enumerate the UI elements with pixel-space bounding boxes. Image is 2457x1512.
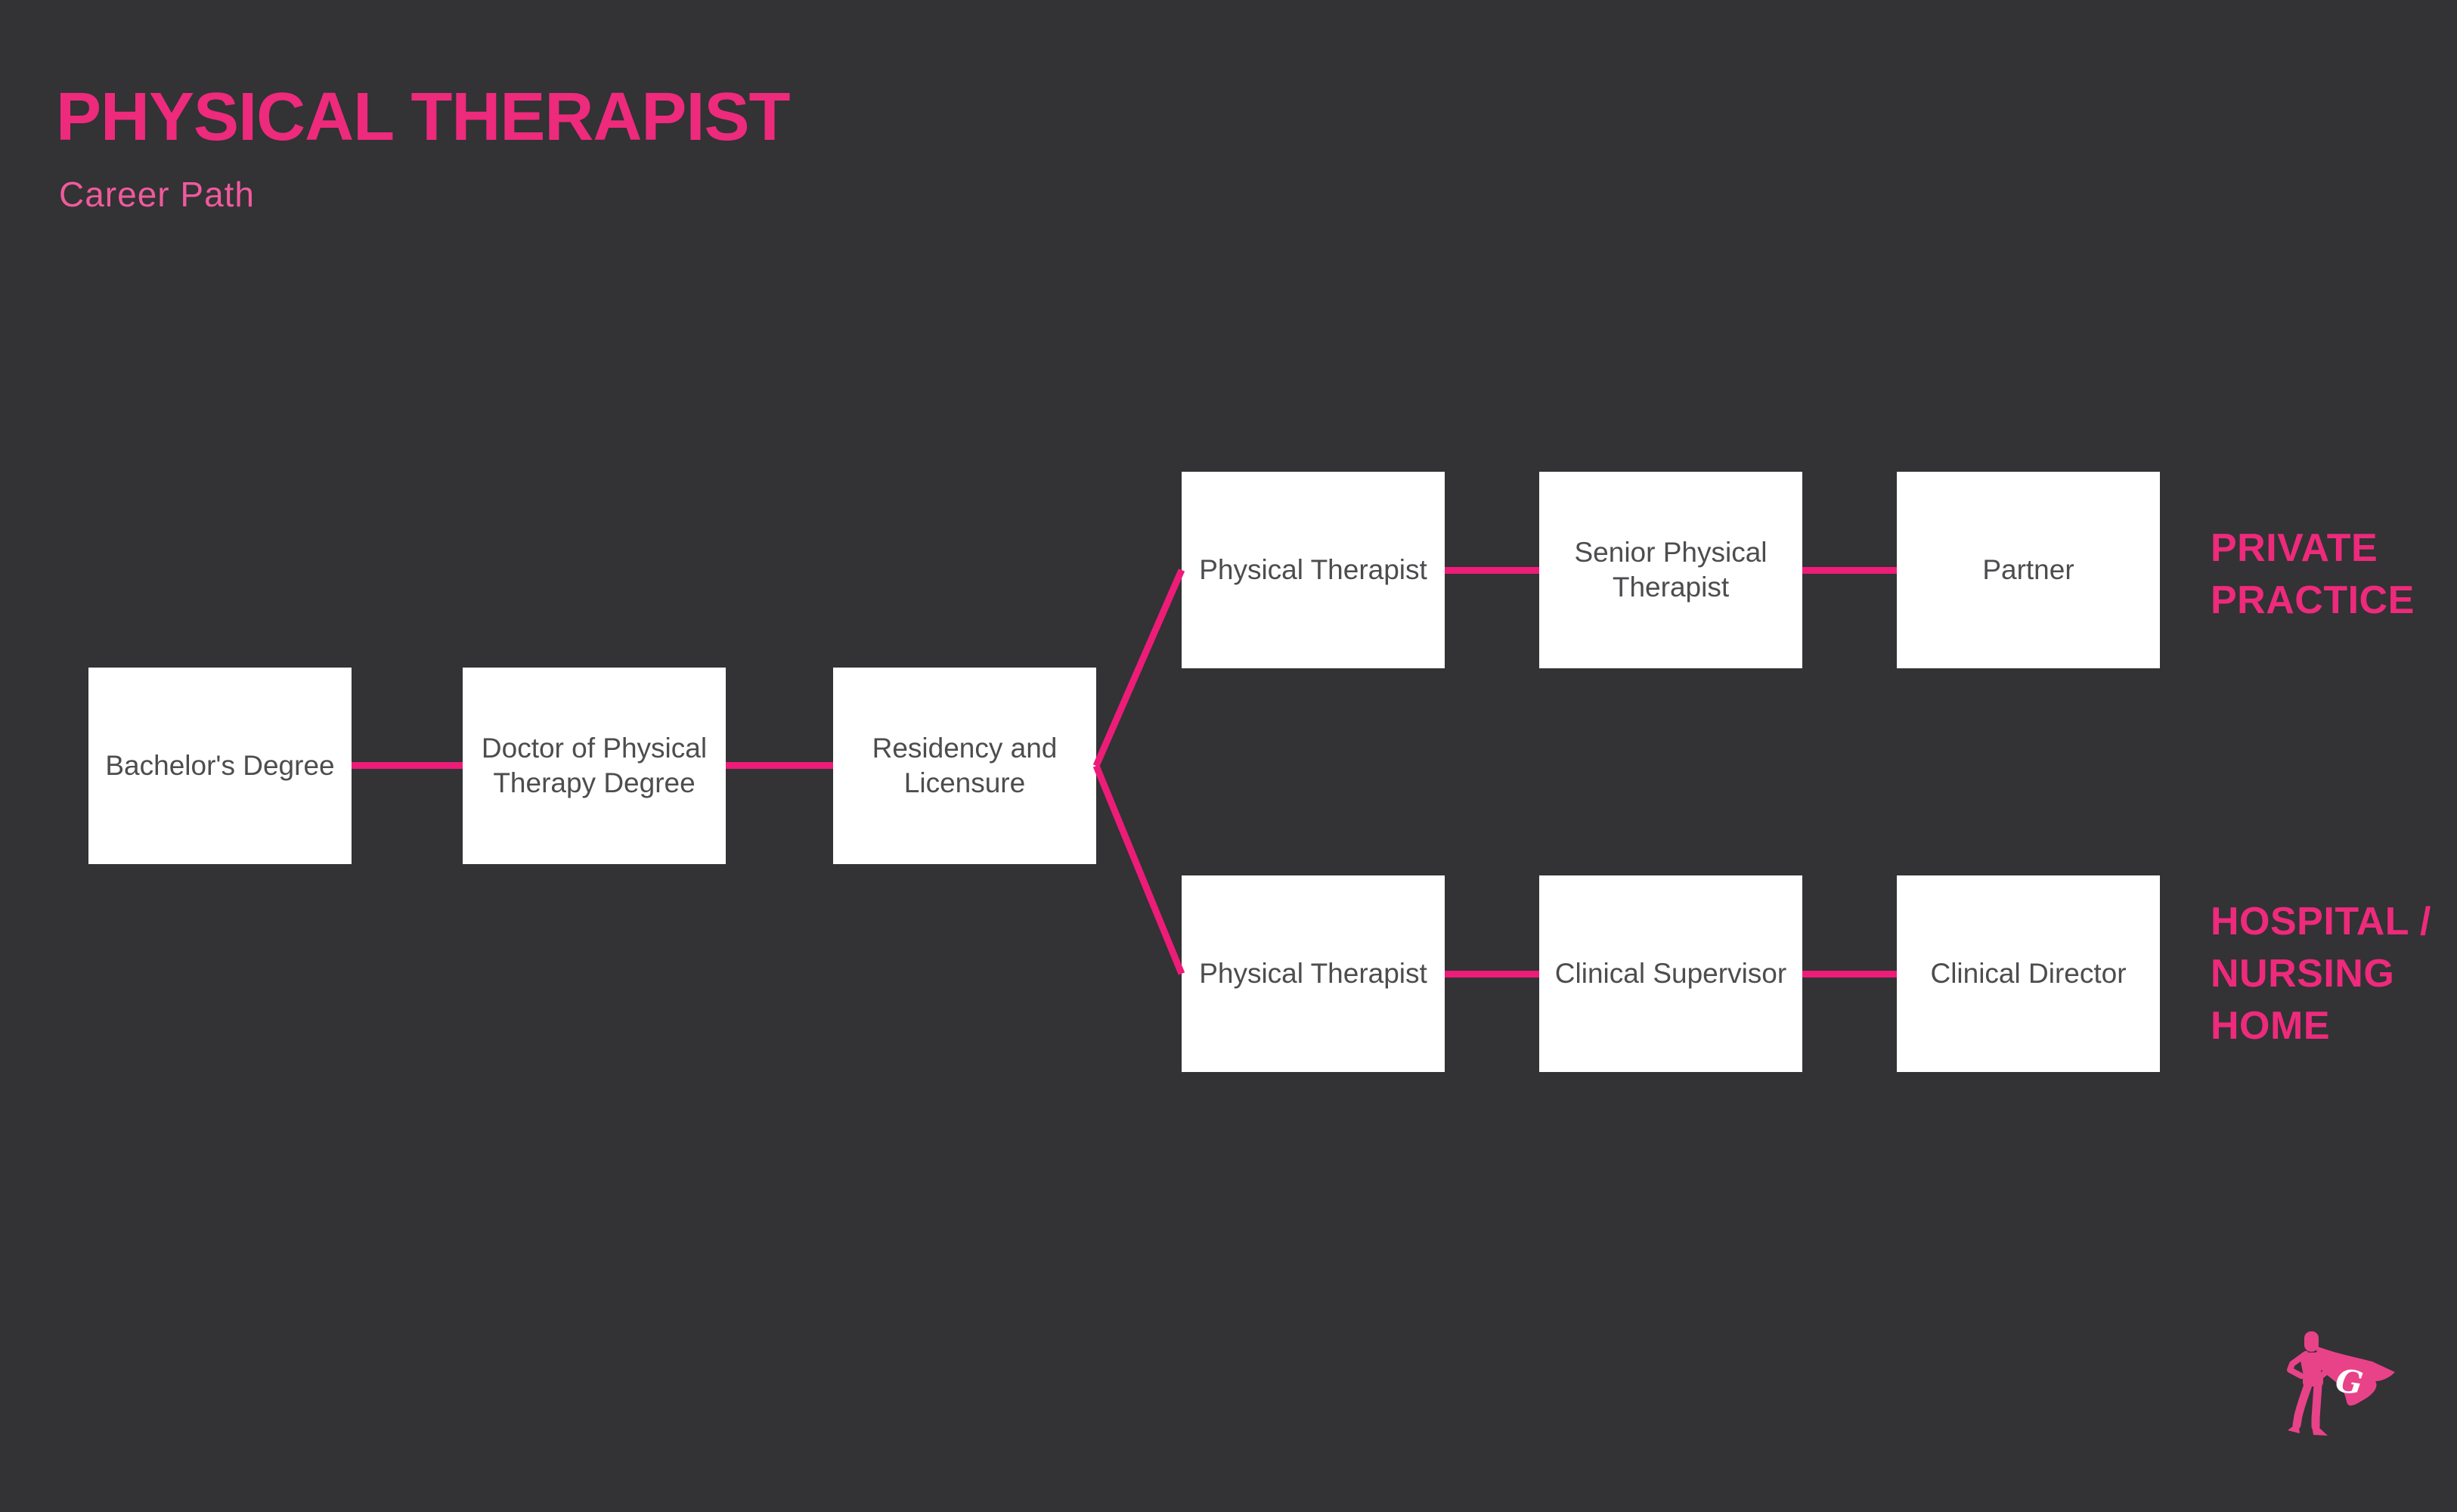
branch-label-hospital-nursing-home: HOSPITAL / NURSING HOME [2211,900,2431,1048]
connector-bachelors-to-dpt [352,762,463,769]
node-bachelors-degree: Bachelor's Degree [88,668,352,864]
node-label: Physical Therapist [1199,957,1427,989]
fork-line-upper [1092,569,1185,767]
node-residency-and-licensure: Residency and Licensure [833,668,1096,864]
node-senior-physical-therapist: Senior Physical Therapist [1539,472,1802,668]
superhero-silhouette [2287,1331,2395,1436]
logo-letter: G [2333,1362,2365,1402]
branch-label-private-practice: PRIVATE PRACTICE [2211,526,2415,622]
page-subtitle: Career Path [59,175,256,214]
node-clinical-director: Clinical Director [1897,875,2160,1072]
node-hospital-physical-therapist: Physical Therapist [1182,875,1445,1072]
node-label: Doctor of Physical Therapy Degree [481,732,708,798]
superhero-mascot-logo: G [2287,1331,2395,1436]
node-label: Senior Physical Therapist [1574,536,1768,603]
node-clinical-supervisor: Clinical Supervisor [1539,875,1802,1072]
connector-dpt-to-residency [726,762,833,769]
node-label: Bachelor's Degree [105,749,335,781]
node-label: Partner [1982,553,2074,585]
node-doctor-of-physical-therapy-degree: Doctor of Physical Therapy Degree [463,668,726,864]
fork-line-lower [1092,764,1185,975]
node-partner: Partner [1897,472,2160,668]
node-private-physical-therapist: Physical Therapist [1182,472,1445,668]
connector-pt-to-clinical-supervisor [1445,971,1539,978]
page-title: PHYSICAL THERAPIST [56,79,790,155]
connector-pt-to-senior-pt [1445,567,1539,574]
connector-senior-pt-to-partner [1802,567,1897,574]
node-label: Clinical Director [1930,957,2127,989]
connector-clinical-supervisor-to-director [1802,971,1897,978]
branch-fork-lines [1092,569,1185,975]
node-label: Residency and Licensure [872,732,1058,798]
node-label: Physical Therapist [1199,553,1427,585]
node-label: Clinical Supervisor [1554,957,1787,989]
